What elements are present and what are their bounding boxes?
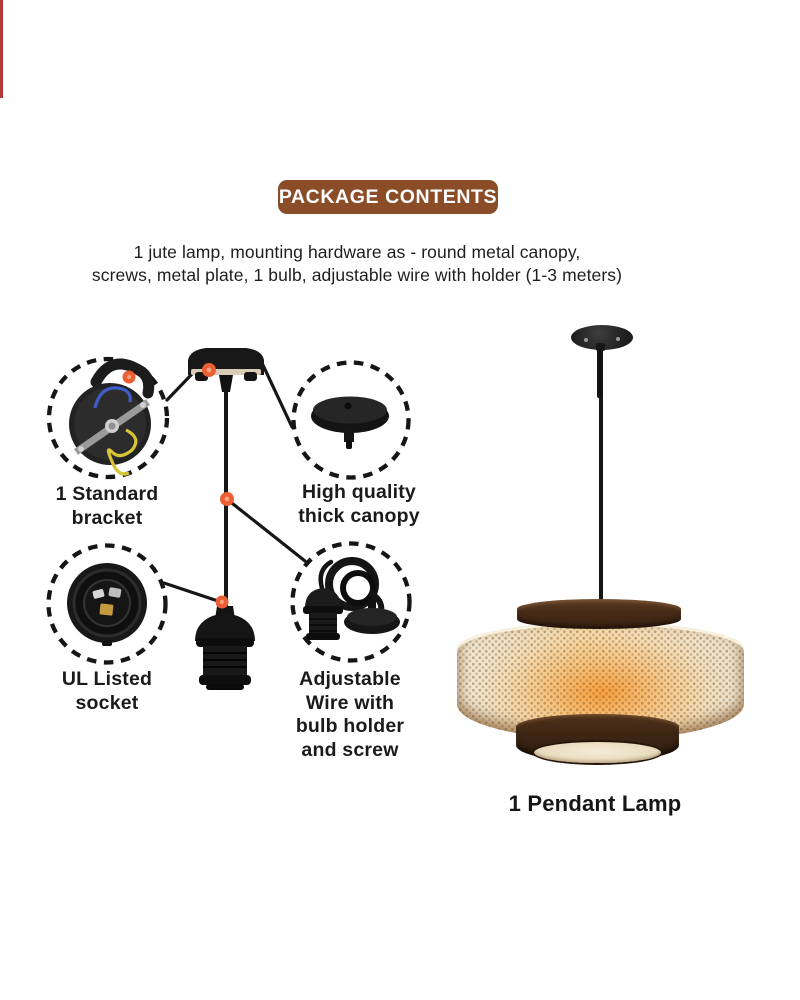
callout-label-line: 1 Standard: [55, 483, 159, 505]
callout-label-thick-canopy: High quality thick canopy: [279, 481, 439, 528]
connector-dot-cord: [220, 492, 234, 506]
callout-label-line: and screw: [301, 738, 399, 761]
leader-line-bracket: [165, 372, 194, 402]
connector-dot-bracket: [122, 370, 136, 384]
callout-label-standard-bracket: 1 Standard bracket: [27, 483, 187, 530]
ceiling-plate-hub: [596, 343, 605, 351]
brass-contact: [99, 603, 114, 616]
wire-photo: [303, 557, 400, 640]
lamp-rod-collar: [597, 349, 603, 398]
description-line-1: 1 jute lamp, mounting hardware as - roun…: [133, 242, 581, 262]
bracket-photo: [69, 358, 155, 476]
callout-label-line: thick canopy: [298, 504, 420, 527]
fixture-canopy-foot-right: [244, 372, 257, 381]
lamp-cord: [599, 394, 603, 606]
callout-label-line: High quality: [302, 481, 416, 503]
fixture-socket-body: [203, 646, 247, 677]
fixture-socket-ring: [196, 638, 254, 647]
package-contents-badge: PACKAGE CONTENTS: [278, 180, 498, 214]
connector-dots: [122, 363, 234, 609]
callout-label-adjustable-wire: Adjustable Wire with bulb holder and scr…: [270, 668, 430, 762]
fixture-socket-tip: [206, 684, 244, 690]
callout-label-line: Wire with: [305, 691, 395, 714]
accent-bar: [0, 0, 3, 98]
callout-label-line: UL Listed: [61, 668, 153, 690]
pendant-lamp-label: 1 Pendant Lamp: [508, 791, 682, 816]
callout-label-line: Adjustable: [299, 668, 401, 690]
blue-wire: [93, 386, 132, 409]
yellow-wire: [106, 428, 138, 476]
callout-label-line: bulb holder: [295, 715, 405, 737]
ceiling-plate-screw-right: [616, 337, 620, 341]
callout-label-ul-socket: UL Listed socket: [27, 668, 187, 715]
canopy-photo: [311, 396, 389, 449]
fixture-stem: [219, 375, 233, 392]
top-shade-band: [517, 599, 681, 629]
description-line-2: screws, metal plate, 1 bulb, adjustable …: [91, 265, 623, 285]
fixture-socket-flange: [199, 675, 251, 685]
leader-lines: [162, 361, 307, 604]
pendant-lamp-photo: [440, 315, 760, 775]
connector-dot-socket: [215, 595, 229, 609]
bottom-diffuser: [534, 742, 661, 763]
callout-label-line: bracket: [71, 506, 143, 529]
connector-dot-canopy: [202, 363, 216, 377]
leader-line-wire: [226, 498, 307, 563]
fixture-socket-threads: [203, 652, 247, 668]
fixture-socket-cap: [195, 613, 255, 641]
callout-label-line: socket: [75, 691, 139, 714]
leader-line-canopy: [260, 361, 294, 429]
leader-line-socket: [162, 581, 223, 604]
ceiling-plate-screw-left: [584, 338, 588, 342]
package-description: 1 jute lamp, mounting hardware as - roun…: [17, 241, 697, 287]
socket-photo: [67, 563, 147, 646]
badge-label: PACKAGE CONTENTS: [278, 185, 498, 208]
